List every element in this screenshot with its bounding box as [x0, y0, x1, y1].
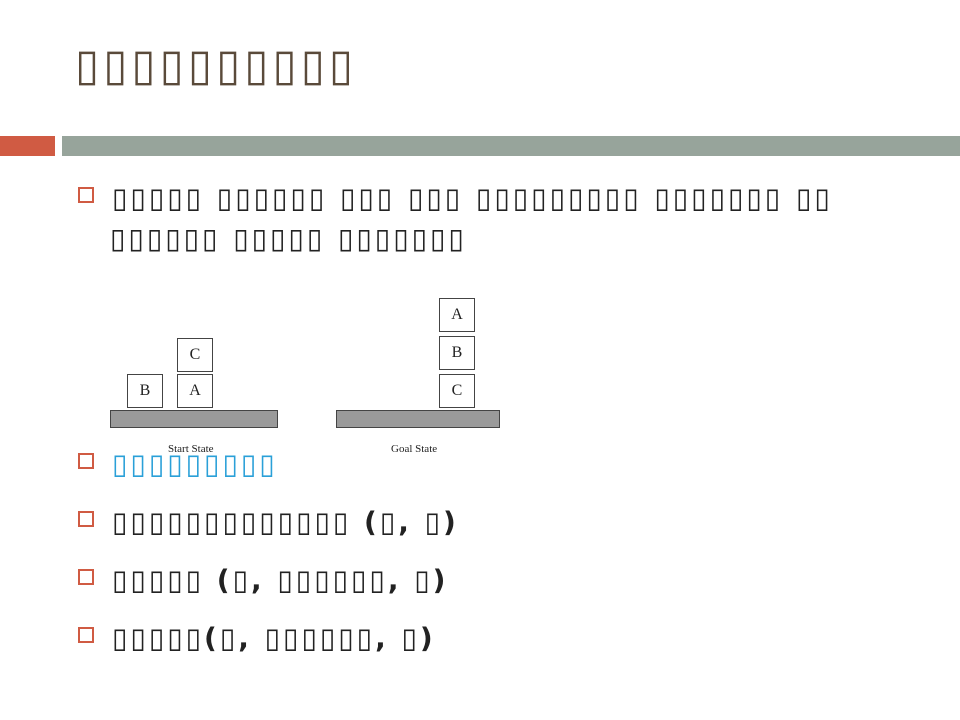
bullet-item-link[interactable]: ▯▯▯▯▯▯▯▯▯ — [78, 446, 278, 481]
block-c: C — [177, 338, 213, 372]
block-a: A — [439, 298, 475, 332]
bullet-item: ▯▯▯▯▯ (▯, ▯▯▯▯▯▯, ▯) — [78, 562, 448, 597]
block-c: C — [439, 374, 475, 408]
bullet-text: ▯▯▯▯▯(▯, ▯▯▯▯▯▯, ▯) — [112, 621, 436, 655]
bullet-item: ▯▯▯▯▯ ▯▯▯▯▯▯ ▯▯▯ ▯▯▯ ▯▯▯▯▯▯▯▯▯ ▯▯▯▯▯▯▯ ▯… — [78, 180, 833, 215]
square-bullet-icon — [78, 187, 94, 203]
square-bullet-icon — [78, 511, 94, 527]
blocks-world-diagram: B C A Start State A B C Goal State — [110, 290, 510, 460]
title-rule-bar — [62, 136, 960, 156]
start-state-label: Start State — [168, 443, 214, 455]
goal-state-label: Goal State — [391, 443, 438, 455]
square-bullet-icon — [78, 569, 94, 585]
start-table — [110, 410, 278, 428]
title-rule-accent — [0, 136, 55, 156]
bullet-text: ▯▯▯▯▯ ▯▯▯▯▯▯ ▯▯▯ ▯▯▯ ▯▯▯▯▯▯▯▯▯ ▯▯▯▯▯▯▯ ▯… — [112, 181, 833, 215]
goal-table — [336, 410, 500, 428]
bullet-text: ▯▯▯▯▯ (▯, ▯▯▯▯▯▯, ▯) — [112, 563, 449, 597]
square-bullet-icon — [78, 453, 94, 469]
bullet-item: ▯▯▯▯▯(▯, ▯▯▯▯▯▯, ▯) — [78, 620, 436, 655]
block-b: B — [439, 336, 475, 370]
bullet-link-text[interactable]: ▯▯▯▯▯▯▯▯▯ — [112, 447, 278, 481]
block-a: A — [177, 374, 213, 408]
bullet-text: ▯▯▯▯▯▯▯▯▯▯▯▯▯ (▯, ▯) — [112, 505, 459, 539]
block-b: B — [127, 374, 163, 408]
square-bullet-icon — [78, 627, 94, 643]
bullet-continuation: ▯▯▯▯▯▯ ▯▯▯▯▯ ▯▯▯▯▯▯▯ — [110, 222, 467, 255]
bullet-item: ▯▯▯▯▯▯▯▯▯▯▯▯▯ (▯, ▯) — [78, 504, 459, 539]
slide-title: ▯▯▯▯▯▯▯▯▯▯ — [75, 40, 358, 91]
